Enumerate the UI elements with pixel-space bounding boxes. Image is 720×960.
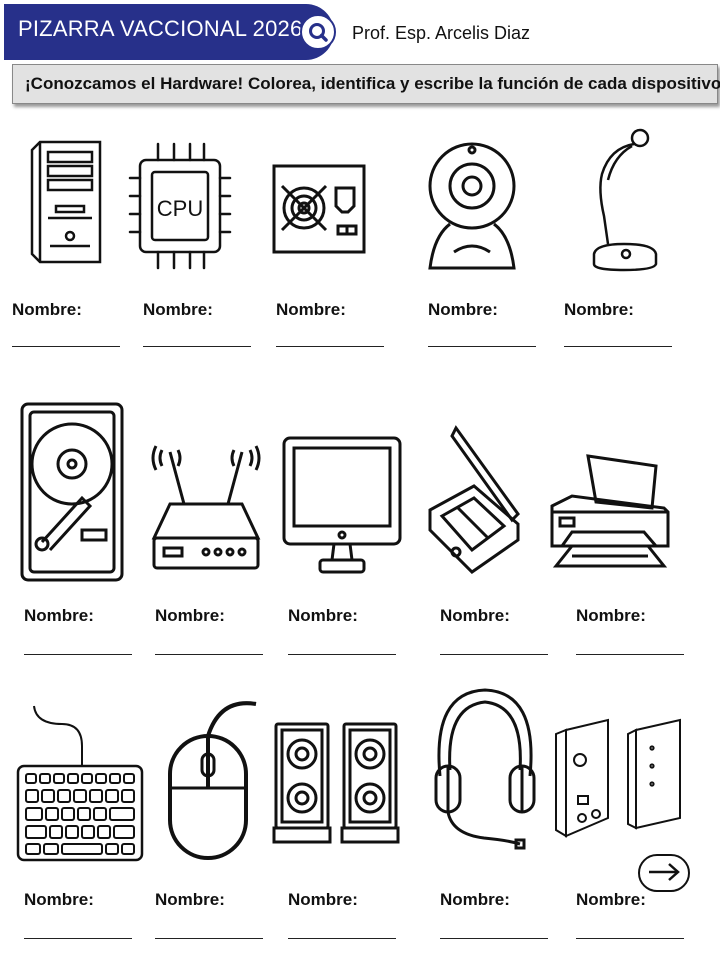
answer-line[interactable] [576, 938, 684, 939]
cpu-text: CPU [157, 196, 203, 221]
name-label: Nombre: [576, 890, 646, 909]
microphone-icon [588, 126, 664, 274]
name-label: Nombre: [440, 606, 510, 625]
name-label: Nombre: [12, 300, 82, 319]
subwoofer-speakers-icon [552, 718, 686, 840]
name-label: Nombre: [428, 300, 498, 319]
answer-line[interactable] [440, 654, 548, 655]
name-label: Nombre: [155, 890, 225, 909]
search-icon [309, 23, 328, 42]
name-label: Nombre: [564, 300, 634, 319]
answer-line[interactable] [155, 938, 263, 939]
mouse-icon [164, 698, 258, 864]
author-name: Prof. Esp. Arcelis Diaz [352, 23, 531, 43]
answer-line[interactable] [576, 654, 684, 655]
instructions-banner: ¡Conozcamos el Hardware! Colorea, identi… [12, 64, 720, 104]
page-title: PIZARRA VACCIONAL 2026 [18, 16, 303, 41]
title-banner: PIZARRA VACCIONAL 2026 [4, 4, 334, 60]
name-label: Nombre: [440, 890, 510, 909]
monitor-icon [282, 436, 402, 576]
name-label: Nombre: [576, 606, 646, 625]
hard-drive-icon [20, 402, 124, 584]
answer-line[interactable] [24, 654, 132, 655]
search-button[interactable] [300, 14, 336, 50]
name-label: Nombre: [288, 890, 358, 909]
answer-line[interactable] [428, 346, 536, 347]
webcam-icon [424, 136, 520, 276]
headphones-icon [432, 684, 538, 854]
answer-line[interactable] [12, 346, 120, 347]
printer-icon [548, 452, 672, 570]
answer-line[interactable] [276, 346, 384, 347]
name-label: Nombre: [24, 606, 94, 625]
answer-line[interactable] [440, 938, 548, 939]
answer-line[interactable] [143, 346, 251, 347]
power-supply-icon [272, 162, 368, 256]
speakers-icon [272, 720, 402, 846]
name-label: Nombre: [276, 300, 346, 319]
instructions-text: ¡Conozcamos el Hardware! Colorea, identi… [25, 74, 720, 93]
name-label: Nombre: [143, 300, 213, 319]
answer-line[interactable] [155, 654, 263, 655]
header: PIZARRA VACCIONAL 2026 Prof. Esp. Arceli… [4, 4, 720, 108]
answer-line[interactable] [564, 346, 672, 347]
cpu-chip-icon: CPU [128, 140, 232, 272]
computer-tower-icon [22, 138, 112, 270]
answer-line[interactable] [288, 654, 396, 655]
answer-line[interactable] [24, 938, 132, 939]
name-label: Nombre: [155, 606, 225, 625]
keyboard-icon [16, 704, 146, 864]
router-icon [150, 438, 262, 572]
name-label: Nombre: [288, 606, 358, 625]
arrow-right-icon [649, 863, 680, 881]
next-button[interactable] [638, 854, 690, 892]
answer-line[interactable] [288, 938, 396, 939]
scanner-icon [426, 424, 522, 576]
name-label: Nombre: [24, 890, 94, 909]
